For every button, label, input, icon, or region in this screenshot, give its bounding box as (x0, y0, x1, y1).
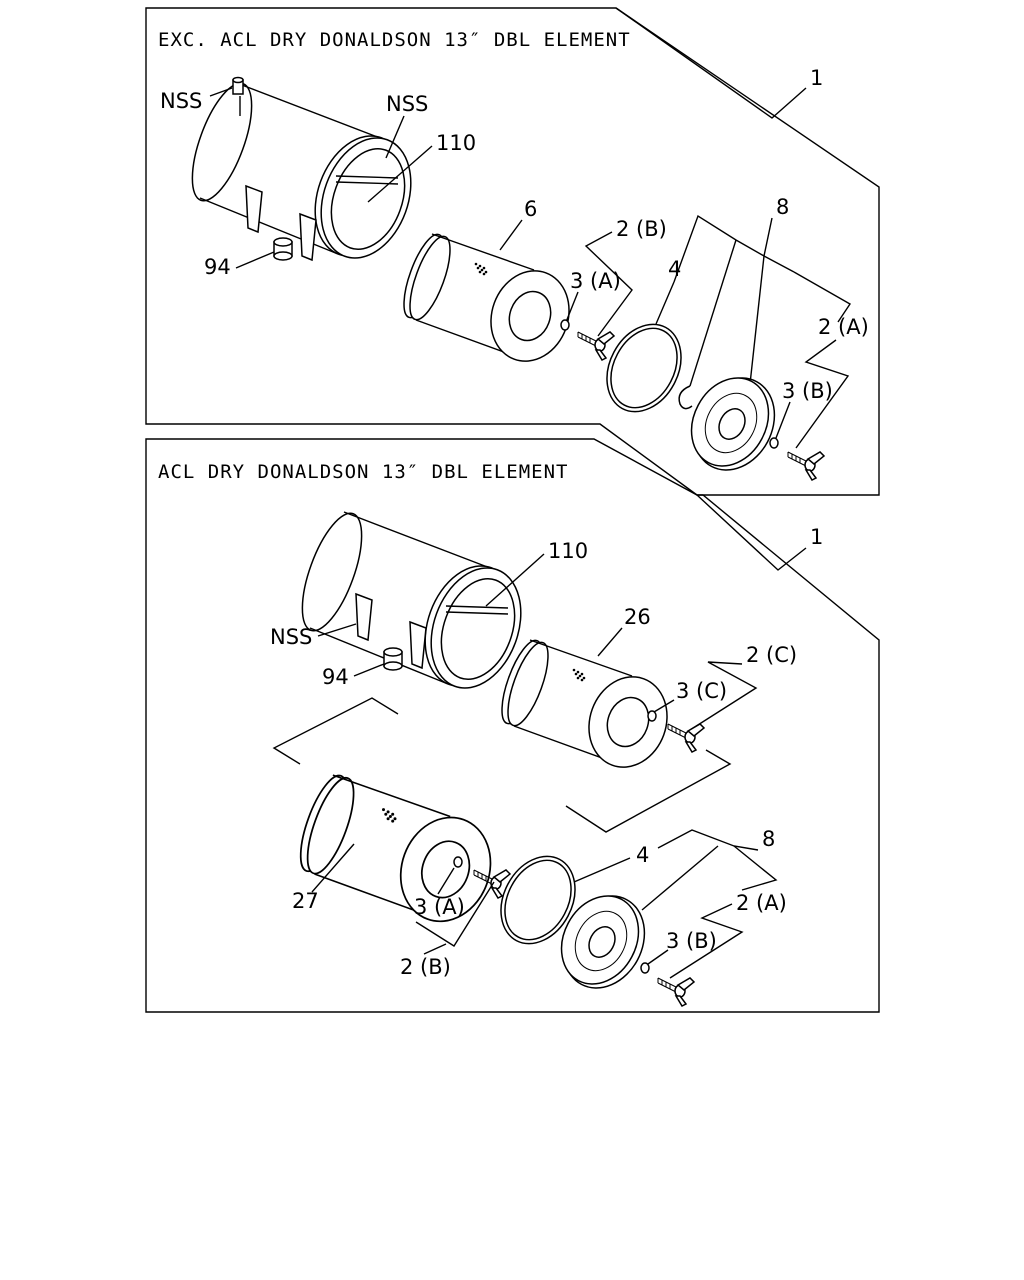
panel-bottom-frame (145, 438, 880, 1013)
mounting-bracket-2 (299, 212, 317, 262)
washer-a-2 (453, 856, 463, 868)
label-washer-a: 3 (A) (570, 269, 621, 293)
nss-cap (232, 76, 244, 95)
washer-b-2 (640, 962, 650, 974)
label-washer-a-2: 3 (A) (414, 895, 465, 919)
mounting-bracket-3 (355, 592, 373, 642)
label-nss-band: NSS (386, 92, 428, 116)
alignment-guide-2 (565, 749, 732, 833)
label-nss-bracket: NSS (270, 625, 312, 649)
mounting-bracket-4 (409, 620, 427, 670)
panel-top-frame (145, 7, 880, 496)
label-nss-cap: NSS (160, 89, 202, 113)
label-bolt-group-b: 2 (B) (616, 217, 667, 241)
washer-b (769, 437, 779, 449)
adapter-fitting (273, 237, 293, 261)
wing-bolt-b (577, 331, 615, 361)
label-washer-c: 3 (C) (676, 679, 727, 703)
end-cover (675, 363, 791, 485)
label-bolt-group-c: 2 (C) (746, 643, 797, 667)
panel-top-title: EXC. ACL DRY DONALDSON 13″ DBL ELEMENT (158, 29, 631, 51)
retaining-clip (678, 385, 693, 410)
label-bolt-group-a: 2 (A) (818, 315, 869, 339)
label-bolt-group-a-2: 2 (A) (736, 891, 787, 915)
label-housing-2: 110 (548, 539, 588, 563)
panel-bottom: ACL DRY DONALDSON 13″ DBL ELEMENT 1 110 … (145, 438, 880, 1013)
wing-bolt-c (667, 723, 705, 753)
label-assembly: 1 (810, 66, 823, 90)
label-adapter: 94 (204, 255, 231, 279)
label-outer-element: 27 (292, 889, 319, 913)
label-adapter-2: 94 (322, 665, 349, 689)
label-inner-element: 6 (524, 197, 537, 221)
wing-bolt-a (787, 451, 825, 481)
label-washer-b-2: 3 (B) (666, 929, 717, 953)
wing-bolt-a-2 (657, 977, 695, 1007)
label-assembly-2: 1 (810, 525, 823, 549)
label-cover-group-2: 8 (762, 827, 775, 851)
label-bolt-group-b-2: 2 (B) (400, 955, 451, 979)
label-washer-b: 3 (B) (782, 379, 833, 403)
washer-a (560, 319, 570, 331)
alignment-guide (272, 697, 399, 765)
leader-assembly (615, 7, 807, 119)
panel-top: EXC. ACL DRY DONALDSON 13″ DBL ELEMENT 1… (145, 7, 880, 496)
seal-ring (606, 323, 682, 413)
label-housing: 110 (436, 131, 476, 155)
outer-filter-element (290, 769, 506, 935)
label-seal-ring: 4 (668, 257, 681, 281)
mounting-bracket (245, 184, 263, 234)
label-seal-ring-2: 4 (636, 843, 649, 867)
panel-bottom-title: ACL DRY DONALDSON 13″ DBL ELEMENT (158, 461, 569, 483)
adapter-fitting-2 (383, 647, 403, 671)
inner-filter-element (395, 229, 583, 373)
seal-ring-2 (500, 855, 576, 945)
label-cover-group: 8 (776, 195, 789, 219)
label-inner-element-2: 26 (624, 605, 651, 629)
washer-c (647, 710, 657, 722)
inner-filter-element-2 (493, 635, 681, 779)
